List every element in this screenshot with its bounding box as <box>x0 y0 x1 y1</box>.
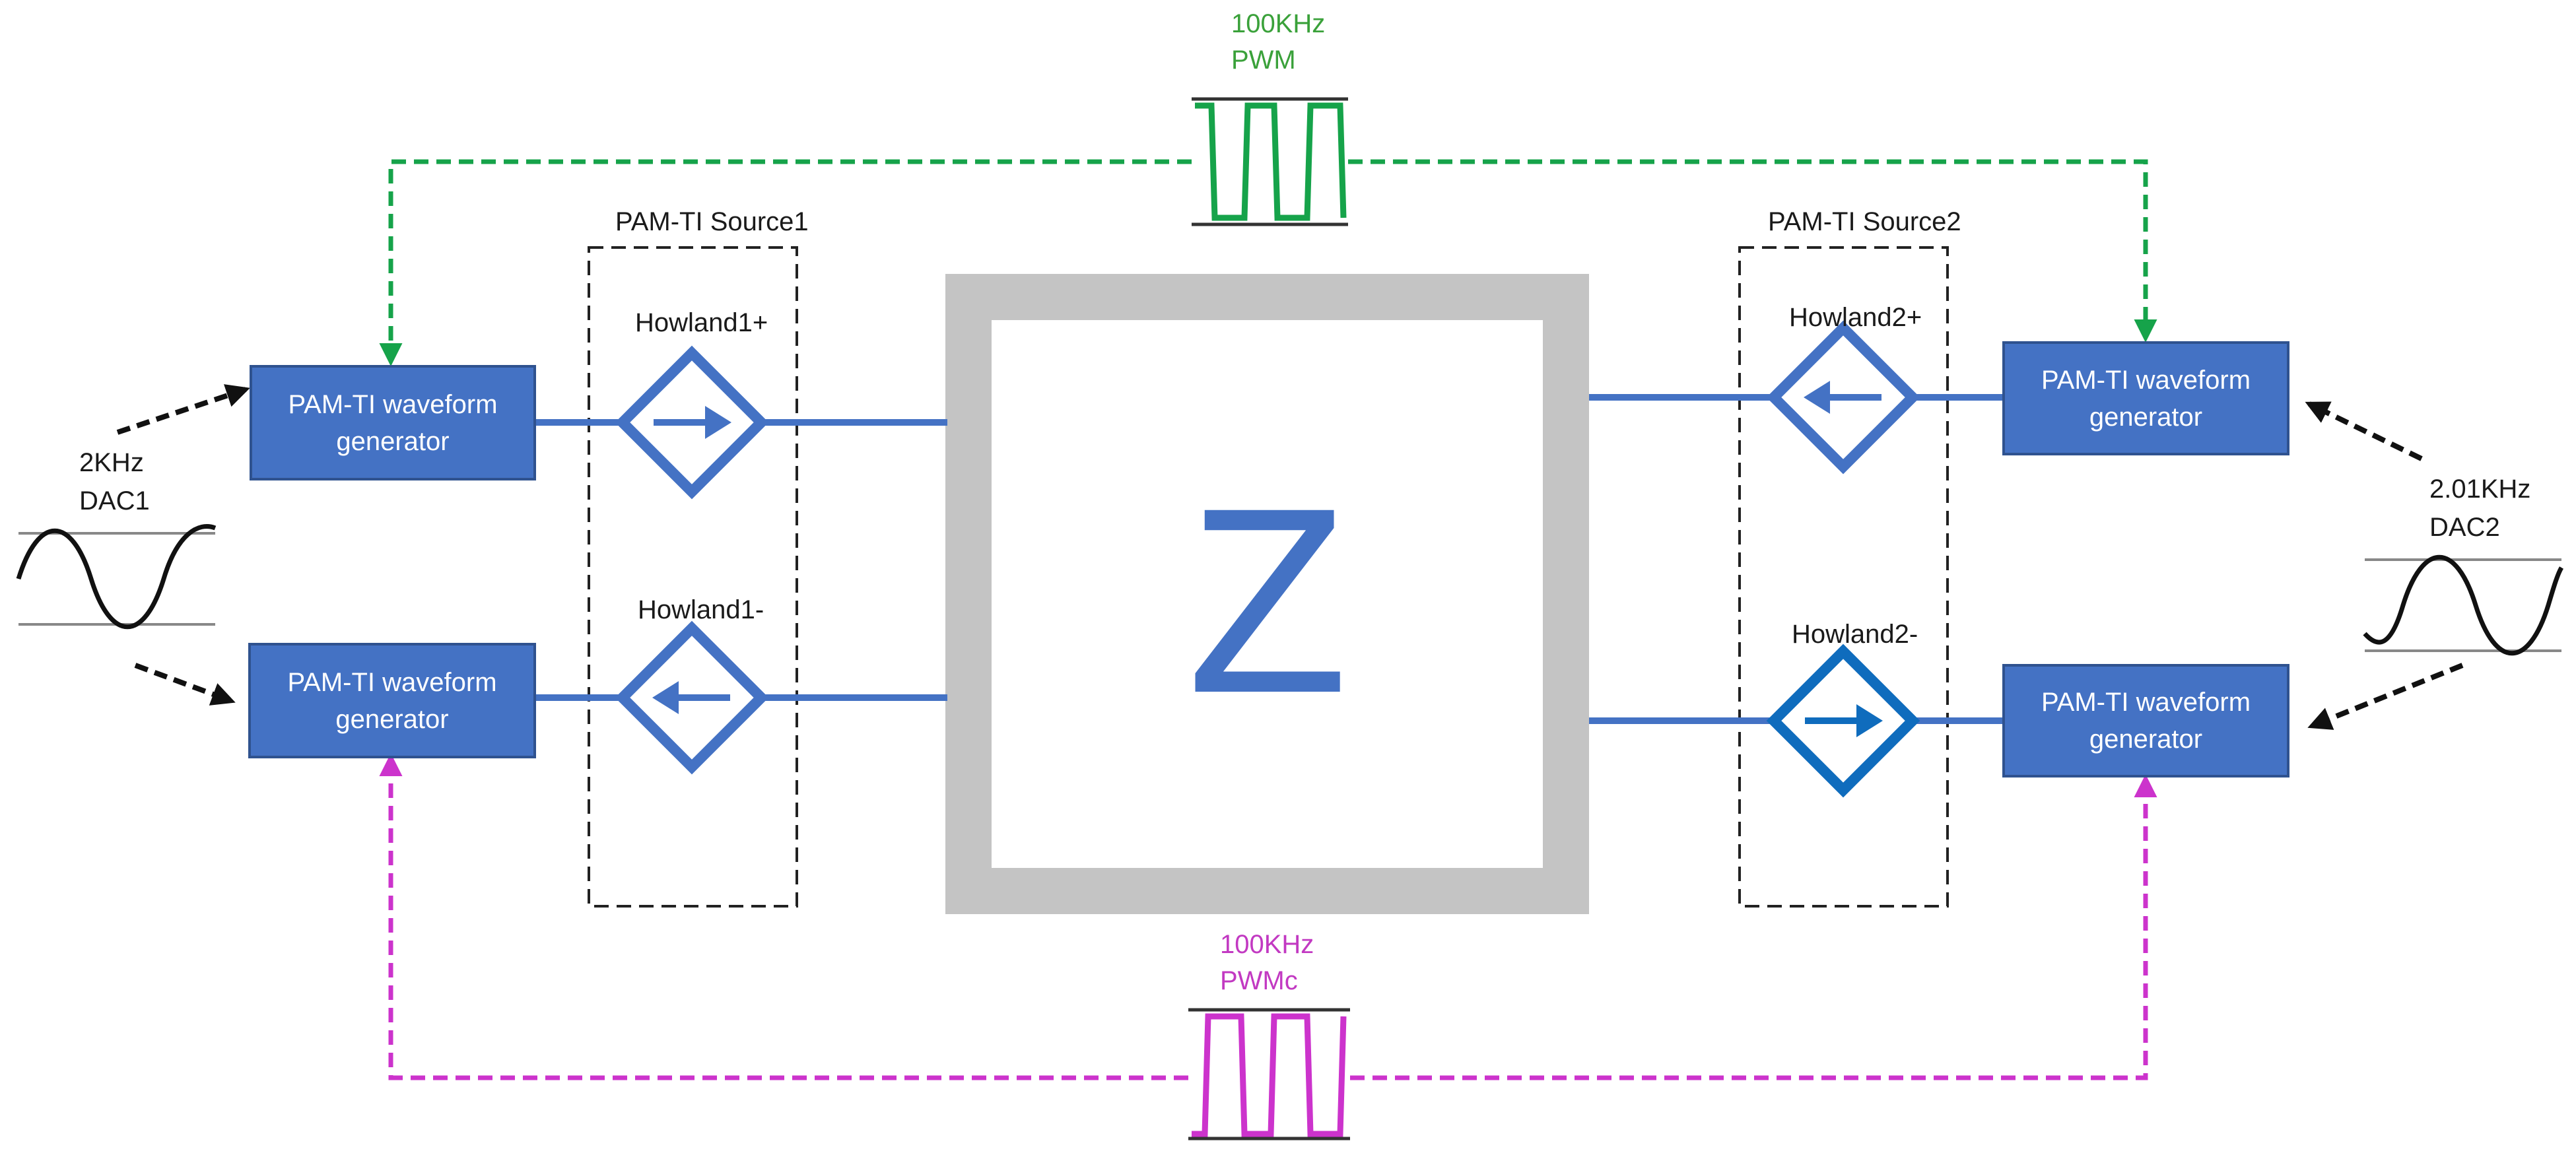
waveform-generator-right-bottom: PAM-TI waveform generator <box>2002 664 2289 777</box>
dac2-freq-label: 2.01KHz <box>2429 475 2531 504</box>
dac1-name-label: DAC1 <box>79 486 150 515</box>
source1-title: PAM-TI Source1 <box>615 207 809 236</box>
load-impedance <box>945 274 1589 914</box>
dac1-sine-icon <box>16 524 217 630</box>
generator-label-line1: PAM-TI waveform <box>2041 365 2251 395</box>
generator-label-line2: generator <box>2089 725 2203 754</box>
source1-box <box>588 246 798 908</box>
generator-label-line1: PAM-TI waveform <box>2041 688 2251 717</box>
howland1m-arrow-icon <box>652 681 679 714</box>
howland1p-label: Howland1+ <box>635 308 768 337</box>
source2-box <box>1738 246 1949 908</box>
dac1-arrow-bottom <box>134 663 236 706</box>
source2-title: PAM-TI Source2 <box>1768 207 1961 236</box>
waveform-generator-left-top: PAM-TI waveform generator <box>250 365 536 480</box>
howland1m-label: Howland1- <box>638 595 764 624</box>
pwmc-freq-label: 100KHz <box>1220 930 1314 959</box>
generator-label-line2: generator <box>336 426 450 456</box>
dac1-arrow-top <box>116 384 250 435</box>
dac2-arrow-bottom <box>2307 663 2464 730</box>
wires <box>536 394 2004 724</box>
dac2-name-label: DAC2 <box>2429 513 2500 542</box>
howland2p-source <box>1766 320 1920 475</box>
pwmc-line-right <box>1350 774 2157 1080</box>
howland2m-label: Howland2- <box>1792 620 1918 649</box>
howland1p-source <box>615 345 769 500</box>
howland1p-arrow-icon <box>705 406 731 439</box>
generator-label-line2: generator <box>2089 402 2203 432</box>
howland2m-source <box>1766 644 1920 798</box>
pwm-line-left <box>379 159 1192 366</box>
waveform-generator-right-top: PAM-TI waveform generator <box>2002 341 2289 455</box>
generator-label-line1: PAM-TI waveform <box>288 389 498 419</box>
dac2-arrow-top <box>2305 401 2423 461</box>
pwm-name-label: PWM <box>1231 46 1296 75</box>
dac2-sine-icon <box>2363 554 2564 656</box>
howland1m-source <box>615 620 769 775</box>
generator-label-line2: generator <box>335 704 449 734</box>
dac1-freq-label: 2KHz <box>79 448 144 477</box>
pwm-waveform-icon <box>1192 97 1348 226</box>
waveform-generator-left-bottom: PAM-TI waveform generator <box>248 643 536 758</box>
pwm-line-right <box>1348 159 2157 343</box>
pwmc-line-left <box>379 753 1188 1080</box>
generator-label-line1: PAM-TI waveform <box>287 667 497 697</box>
pwm-freq-label: 100KHz <box>1231 9 1326 38</box>
load-frame-inner <box>992 320 1543 868</box>
pwmc-waveform-icon <box>1188 1008 1350 1140</box>
load-z-label: Z <box>1186 453 1349 748</box>
howland2p-label: Howland2+ <box>1789 303 1922 332</box>
howland2p-arrow-icon <box>1804 381 1830 414</box>
howland2m-arrow-icon <box>1856 704 1883 737</box>
pwmc-name-label: PWMc <box>1220 966 1298 995</box>
